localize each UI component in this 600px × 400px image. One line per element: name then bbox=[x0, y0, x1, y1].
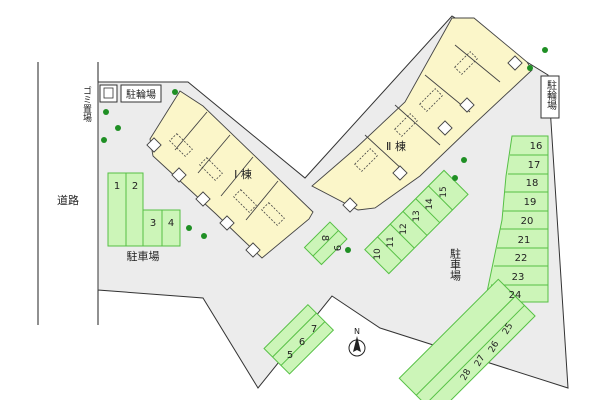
space-number: 18 bbox=[526, 178, 539, 189]
parking-right-label: 駐車場 bbox=[449, 247, 462, 282]
space-number: 20 bbox=[521, 216, 534, 227]
garbage-label: ゴミ置場 bbox=[81, 85, 92, 123]
space-number: 11 bbox=[386, 236, 396, 247]
tree bbox=[115, 125, 121, 131]
tree bbox=[101, 137, 107, 143]
building-2 bbox=[311, 17, 533, 213]
tree bbox=[527, 65, 533, 71]
space-number: 27 bbox=[473, 354, 487, 369]
garbage-inner bbox=[103, 87, 114, 99]
building-2-body bbox=[311, 17, 533, 211]
space-number: 2 bbox=[132, 181, 138, 192]
space-number: 10 bbox=[373, 248, 383, 260]
tree bbox=[542, 47, 548, 53]
bike-parking-left-label: 駐輪場 bbox=[126, 88, 156, 101]
road-label: 道路 bbox=[57, 193, 79, 207]
tree bbox=[461, 157, 467, 163]
bike-parking-right-label: 駐輪場 bbox=[545, 79, 557, 111]
bike-parking-right-box bbox=[540, 75, 560, 119]
space-number: 6 bbox=[299, 337, 305, 348]
parking-group-left bbox=[107, 172, 181, 247]
space-number: 22 bbox=[515, 253, 528, 264]
building-1-label: Ⅰ 棟 bbox=[234, 167, 252, 181]
space-number: 5 bbox=[287, 350, 293, 361]
tree bbox=[103, 109, 109, 115]
parking-left-label: 駐車場 bbox=[127, 249, 160, 263]
building-2-label: Ⅱ 棟 bbox=[386, 139, 406, 153]
space-number: 17 bbox=[528, 160, 541, 171]
space-number: 8 bbox=[319, 235, 330, 241]
tree bbox=[172, 89, 178, 95]
space-number: 4 bbox=[168, 218, 174, 229]
space-number: 24 bbox=[509, 290, 522, 301]
space-number: 9 bbox=[331, 245, 342, 251]
space-number: 13 bbox=[412, 210, 422, 221]
tree bbox=[201, 233, 207, 239]
bike-parking-left-box bbox=[120, 84, 162, 103]
parking-group-10-15 bbox=[364, 169, 469, 275]
space-number: 16 bbox=[530, 141, 543, 152]
parking-group-5-7 bbox=[263, 303, 335, 375]
parking-group-8-9 bbox=[303, 221, 348, 266]
north-arrow: N bbox=[348, 327, 366, 357]
space-number: 15 bbox=[439, 186, 449, 197]
space-number: 1 bbox=[114, 181, 120, 192]
space-number: 21 bbox=[518, 235, 531, 246]
tree bbox=[452, 175, 458, 181]
space-number: 14 bbox=[425, 198, 435, 210]
tree bbox=[345, 247, 351, 253]
space-number: 7 bbox=[311, 324, 317, 335]
tree bbox=[186, 225, 192, 231]
building-1 bbox=[146, 90, 314, 259]
north-label: N bbox=[354, 327, 360, 336]
parking-group-25-28 bbox=[398, 278, 536, 400]
space-number: 19 bbox=[524, 197, 537, 208]
space-number: 3 bbox=[150, 218, 156, 229]
space-number: 23 bbox=[512, 272, 525, 283]
space-number: 12 bbox=[399, 223, 409, 234]
space-number: 25 bbox=[501, 322, 515, 337]
